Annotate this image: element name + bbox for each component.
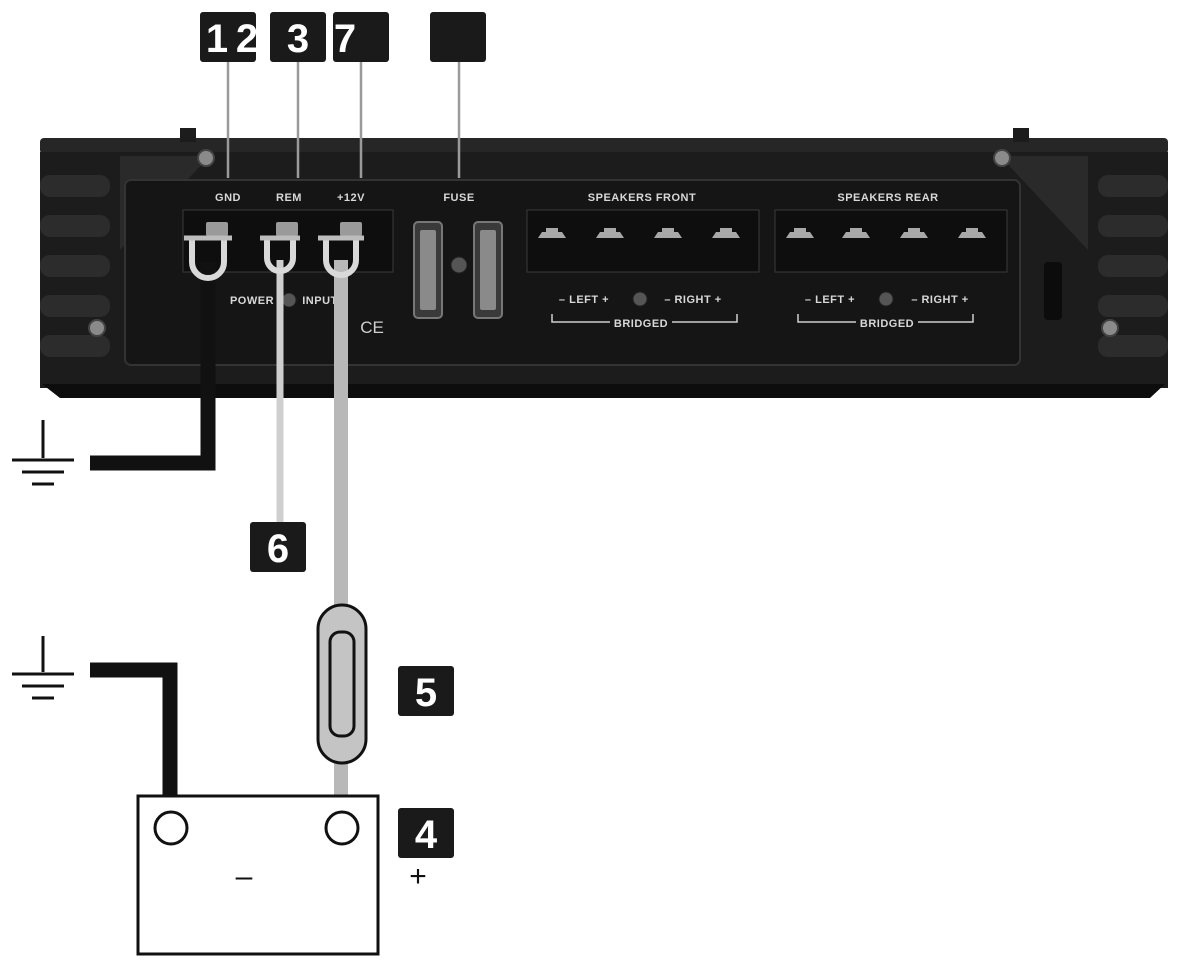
fuse-label: FUSE [443, 192, 474, 204]
speakers-front-label: SPEAKERS FRONT [588, 192, 696, 204]
right-heatsink-fins [1098, 175, 1168, 357]
ring-terminals [189, 236, 359, 281]
amp-screw [88, 149, 1119, 337]
svg-text:4: 4 [415, 813, 438, 857]
fuse-holders [413, 221, 503, 319]
gnd-label: GND [215, 192, 241, 204]
callout-6: 6 [250, 522, 306, 572]
speaker-terminals [538, 228, 986, 238]
plus12v-label: +12V [337, 192, 365, 204]
callout-4: 4 [398, 808, 454, 858]
svg-text:7: 7 [334, 17, 356, 61]
front-bridged-label: BRIDGED [614, 318, 668, 330]
speakers-rear-label: SPEAKERS REAR [837, 192, 938, 204]
callout-3: 3 [270, 12, 326, 62]
ground-symbol-icon [12, 636, 74, 700]
rem-label: REM [276, 192, 302, 204]
power-terminals [206, 222, 362, 236]
rear-right-label: – RIGHT + [911, 294, 968, 306]
front-right-label: – RIGHT + [664, 294, 721, 306]
inline-fuse-holder [316, 603, 368, 765]
power-label: POWER [230, 295, 274, 307]
left-heatsink-fins [40, 175, 110, 357]
rear-left-label: – LEFT + [805, 294, 855, 306]
amplifier: GND REM +12V FUSE SPEAKERS FRONT SPEAKER… [40, 128, 1168, 398]
svg-text:1: 1 [206, 17, 228, 61]
battery: – + [136, 794, 427, 956]
battery-negative-terminal [153, 810, 189, 846]
callout-fuse [430, 12, 486, 62]
svg-text:3: 3 [287, 17, 309, 61]
callout-1: 1 2 [200, 12, 258, 62]
battery-plus-sign: + [409, 860, 427, 893]
svg-text:2: 2 [236, 17, 258, 61]
svg-text:6: 6 [267, 527, 289, 571]
callout-leader-lines [226, 62, 461, 178]
callout-5: 5 [398, 666, 454, 716]
front-left-label: – LEFT + [559, 294, 609, 306]
rear-bridged-label: BRIDGED [860, 318, 914, 330]
battery-positive-terminal [324, 810, 360, 846]
amp-ground-wire [90, 262, 216, 471]
callout-7: 7 [333, 12, 389, 62]
battery-minus-sign: – [236, 860, 253, 893]
input-label: INPUT [302, 295, 338, 307]
ce-mark: CE [360, 318, 384, 337]
ground-symbol-icon [12, 420, 74, 486]
svg-text:5: 5 [415, 671, 437, 715]
battery-ground-wire [90, 662, 178, 820]
